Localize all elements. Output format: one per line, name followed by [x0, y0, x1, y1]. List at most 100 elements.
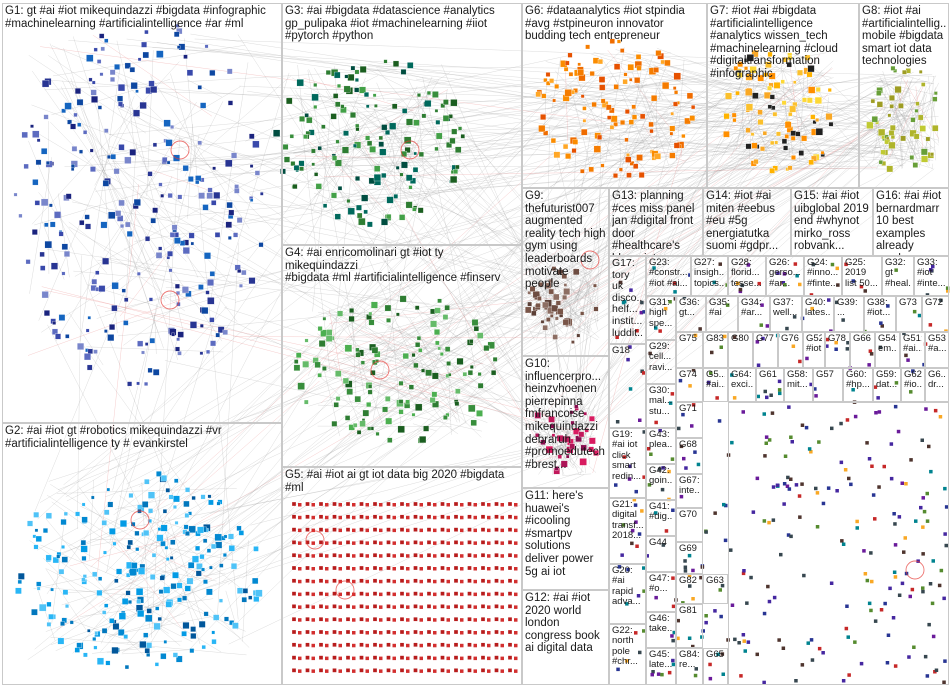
node-g2: [129, 568, 137, 576]
node-g2: [128, 493, 134, 498]
edge-line: [118, 506, 245, 549]
group-label-g34: G34: #ar...: [741, 298, 763, 319]
node-g1: [258, 242, 264, 248]
edge-line: [27, 300, 555, 660]
node-g2: [144, 648, 150, 654]
node-g1: [79, 149, 83, 154]
edge-line: [112, 640, 182, 643]
edge-line: [578, 70, 823, 416]
node-g1: [150, 86, 158, 94]
edge-line: [893, 87, 903, 161]
node-g4: [375, 431, 380, 436]
node-g3: [356, 204, 362, 211]
node-g2: [124, 664, 130, 670]
edge-line: [554, 70, 647, 172]
node-g1: [234, 188, 240, 194]
edge-line: [352, 146, 579, 331]
edge-line: [575, 121, 758, 272]
node-g1: [129, 67, 136, 73]
edge-line: [411, 129, 824, 362]
node-g3: [450, 175, 458, 184]
edge-line: [433, 167, 476, 369]
edge-line: [170, 73, 192, 144]
node-g2: [158, 589, 164, 594]
edge-line: [326, 313, 442, 379]
node-g1: [108, 211, 116, 219]
group-panel-g59: G59: dat...: [873, 368, 901, 402]
node-g4: [354, 395, 361, 403]
node-g3: [434, 146, 439, 151]
node-g2: [173, 495, 180, 503]
group-label-g83: G83: [706, 334, 724, 344]
node-g1: [144, 29, 149, 35]
edge-line: [131, 440, 587, 528]
node-g2: [238, 530, 244, 536]
edge-line: [361, 98, 936, 386]
node-g3: [413, 119, 420, 126]
node-g2: [175, 655, 183, 663]
edge-line: [359, 139, 542, 448]
edge-line: [570, 132, 577, 330]
node-g2: [56, 554, 61, 559]
edge-line: [234, 116, 918, 303]
group-panel-g75: G75: [676, 332, 703, 368]
node-g1: [88, 77, 93, 82]
group-label-g10: G10: influencerpro... heinzvhoenen pierr…: [525, 358, 605, 471]
node-g3: [340, 104, 345, 109]
node-g1: [113, 168, 120, 175]
node-g1: [177, 351, 182, 356]
node-g1: [43, 310, 50, 317]
edge-line: [555, 286, 587, 293]
node-g2: [165, 601, 173, 608]
node-g3: [358, 217, 366, 226]
edge-line: [337, 116, 939, 161]
edge-line: [387, 125, 564, 334]
edge-line: [209, 435, 595, 514]
edge-line: [556, 315, 591, 333]
node-g2: [216, 501, 221, 506]
node-g1: [137, 340, 144, 347]
group-panel-g12: G12: #ai #iot 2020 world london congress…: [522, 590, 609, 685]
edge-line: [402, 311, 449, 372]
edge-line: [441, 64, 556, 334]
node-g2: [50, 587, 54, 592]
node-g1: [99, 72, 104, 77]
node-g1: [186, 69, 194, 76]
edge-line: [580, 112, 679, 475]
edge-line: [66, 197, 585, 405]
edge-line: [118, 124, 890, 587]
node-g2: [92, 637, 97, 641]
edge-line: [250, 440, 580, 526]
node-g2: [186, 577, 194, 585]
node-g1: [210, 340, 216, 347]
edge-line: [324, 80, 899, 373]
node-g1: [111, 282, 119, 290]
edge-line: [535, 279, 588, 322]
edge-line: [899, 137, 903, 169]
node-g1: [124, 62, 131, 69]
node-g4: [367, 389, 373, 395]
node-g2: [200, 494, 206, 500]
edge-line: [564, 326, 569, 340]
node-g3: [389, 122, 397, 130]
edge-line: [37, 527, 79, 551]
node-g3: [296, 79, 304, 87]
edge-line: [553, 404, 561, 414]
group-label-g44: G44: [649, 538, 667, 548]
node-g1: [174, 237, 181, 244]
node-g4: [293, 364, 301, 371]
edge-line: [152, 170, 219, 194]
edge-line: [727, 78, 803, 147]
edge-line: [91, 97, 886, 172]
node-g1: [195, 180, 200, 185]
edge-line: [317, 404, 405, 409]
edge-line: [406, 150, 575, 469]
node-g3: [424, 100, 432, 107]
node-g1: [145, 236, 151, 242]
node-g4: [491, 370, 497, 376]
edge-line: [568, 303, 581, 313]
edge-line: [308, 144, 367, 203]
node-g2: [159, 575, 165, 581]
node-g1: [41, 80, 50, 88]
group-panel-g2: G2: #ai #iot gt #robotics mikequindazzi …: [2, 423, 282, 685]
